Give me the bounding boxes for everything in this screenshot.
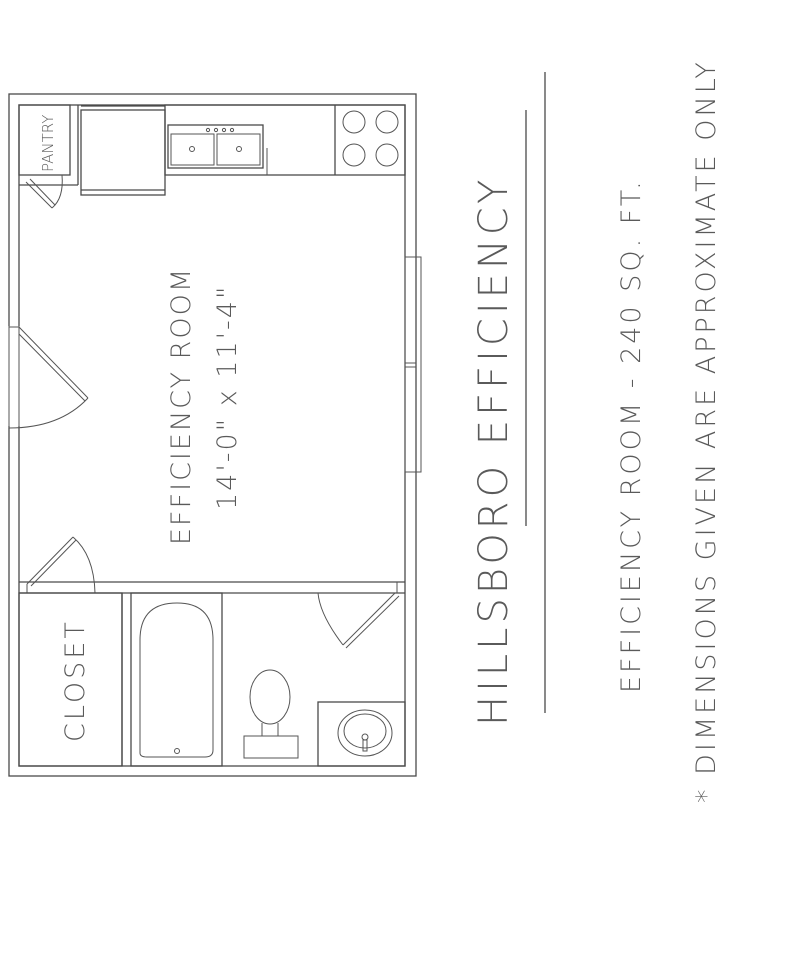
double-sink-icon — [167, 124, 268, 175]
bathroom — [121, 582, 406, 767]
bathroom-sink-icon — [317, 701, 406, 767]
title: HILLSBORO EFFICIENCY — [471, 176, 517, 726]
pantry — [18, 104, 71, 176]
closet-label: CLOSET — [60, 619, 91, 742]
pantry-door — [25, 174, 63, 209]
subtitle: EFFICIENCY ROOM - 240 SQ. FT. — [616, 178, 647, 693]
main-room: EFFICIENCY ROOM 14'-0" x 11'-4" — [166, 267, 243, 545]
kitchen: PANTRY — [18, 104, 406, 209]
bathroom-door — [317, 582, 400, 649]
pantry-label: PANTRY — [39, 115, 57, 172]
window — [404, 256, 422, 473]
interior-wall — [19, 581, 405, 594]
closet-door — [26, 536, 96, 594]
bathtub-icon — [139, 602, 214, 758]
room-label: EFFICIENCY ROOM — [166, 267, 197, 545]
stove-icon — [342, 110, 399, 167]
entry-door — [8, 326, 89, 429]
toilet-icon — [243, 669, 299, 759]
disclaimer: * DIMENSIONS GIVEN ARE APPROXIMATE ONLY — [691, 59, 722, 803]
counter — [164, 104, 406, 176]
closet: CLOSET — [18, 592, 123, 767]
refrigerator — [80, 109, 166, 196]
room-dimensions: 14'-0" x 11'-4" — [212, 285, 243, 510]
title-block: HILLSBORO EFFICIENCY EFFICIENCY ROOM - 2… — [471, 59, 722, 803]
